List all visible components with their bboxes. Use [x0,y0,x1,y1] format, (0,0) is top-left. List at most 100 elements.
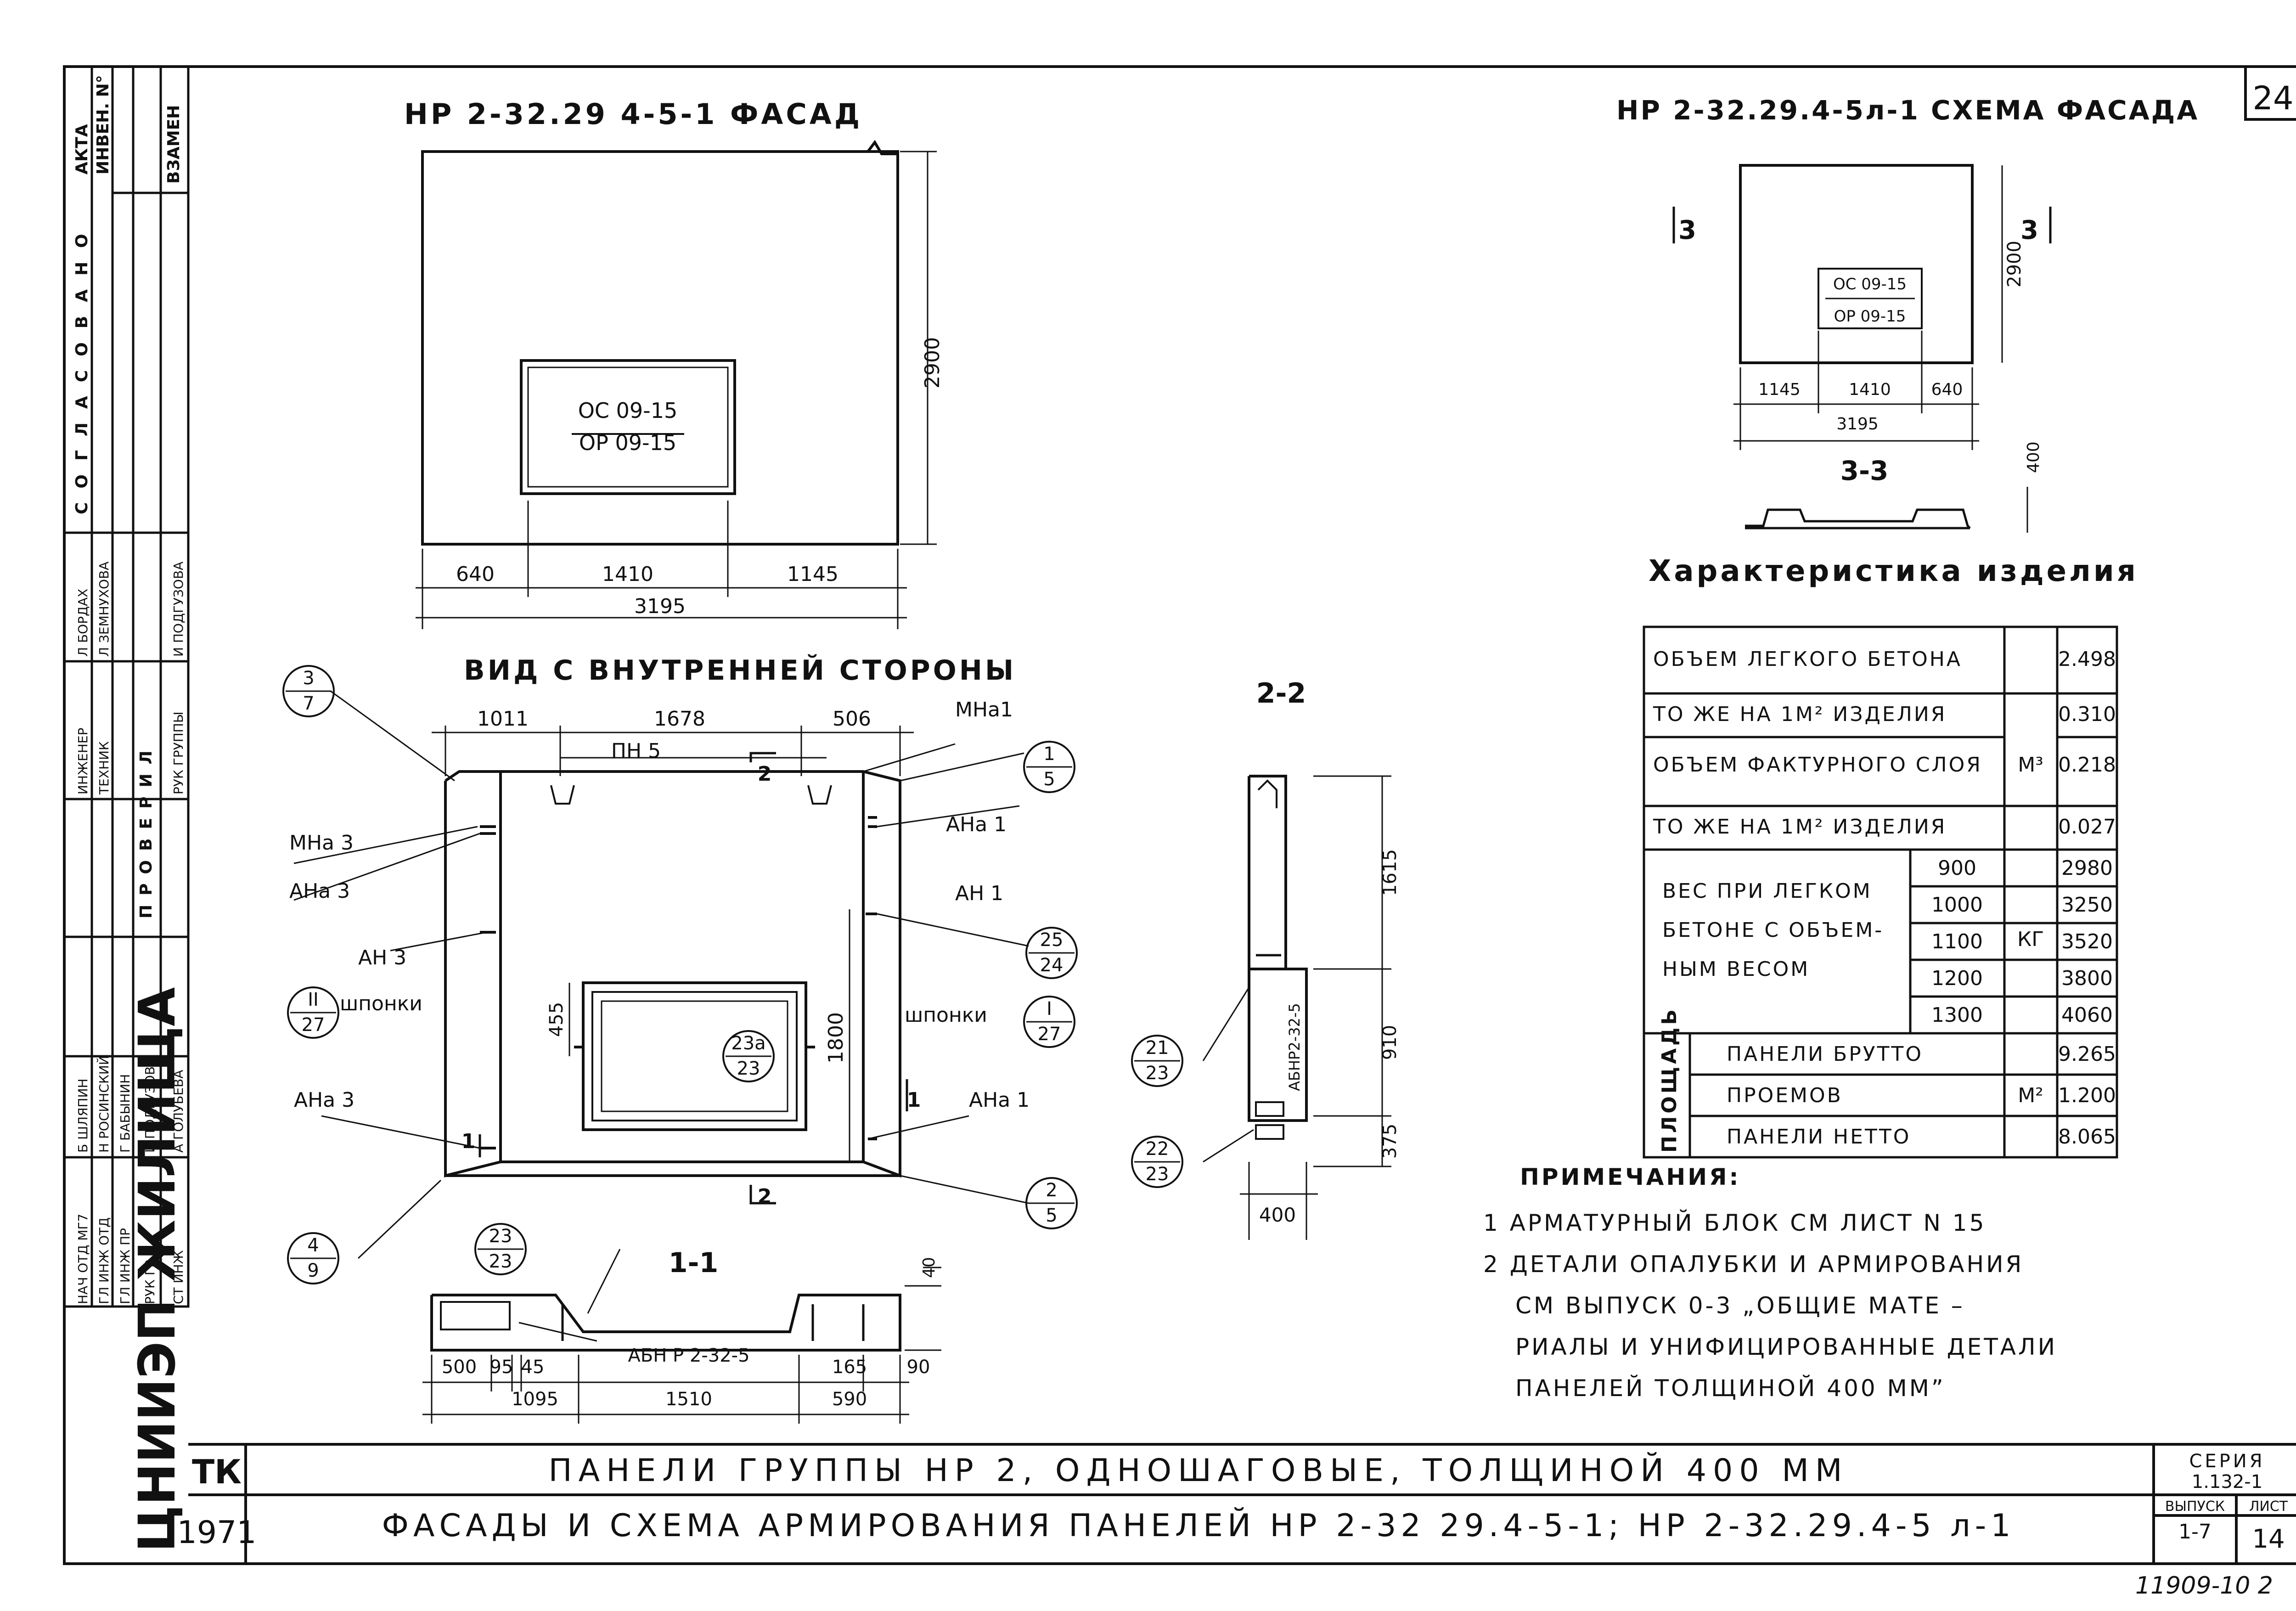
svg-text:2: 2 [1046,1180,1057,1201]
char-value-4: 0.027 [2058,815,2116,839]
tk-label: ТК [192,1453,242,1491]
svg-text:24: 24 [1040,955,1064,976]
dim-1410: 1410 [602,563,653,586]
sidebar-name-5: А ГОЛУБЕВА [171,1070,186,1153]
sidebar-role-4: РУК ГР [142,1260,158,1304]
svg-text:23: 23 [489,1251,512,1272]
issue-value: 1-7 [2178,1520,2212,1543]
unit-weight: КГ [2017,928,2044,951]
bubble-2-5: 25 [1025,1177,1078,1229]
cut-2-top: 2 [758,762,772,786]
weight-5: 4060 [2061,1003,2113,1027]
bubble-3-7: 37 [282,665,335,717]
sheet-label: ЛИСТ [2249,1498,2288,1515]
dim-90: 90 [907,1357,930,1378]
section-22: 2-2 АБНР2-32-5 1615 910 375 400 [1202,677,1401,1240]
inv-label: ИНВЕН. N° [94,75,113,175]
dim-590: 590 [832,1389,867,1410]
label-ana1-bottom: АНа 1 [969,1088,1030,1112]
section-11: 1-1 500 95 45 1095 [422,1247,941,1424]
svg-text:II: II [308,989,319,1010]
weight-label-2: БЕТОНЕ С ОБЪЕМ- [1662,918,1884,942]
facade-left-title: НР 2-32.29 4-5-1 ФАСАД [404,97,862,131]
svg-text:5: 5 [1046,1205,1057,1226]
agreed-label: СОГЛАСОВАНО [73,220,91,514]
inner-view-title: ВИД С ВНУТРЕННЕЙ СТОРОНЫ [464,653,1016,687]
facade-right-title: НР 2-32.29.4-5л-1 СХЕМА ФАСАДА [1616,95,2199,126]
label-mna1: МНа1 [955,698,1013,721]
dim-500: 500 [442,1357,477,1378]
note-line-3: СМ ВЫПУСК 0-3 „ОБЩИЕ МАТЕ – [1515,1292,1965,1319]
char-value-3: 0.218 [2058,753,2116,777]
footer-number: 11909-10 2 [2135,1572,2273,1600]
weight-3: 3520 [2061,930,2113,953]
unit-volume: М³ [2018,753,2043,777]
cut-1-right: 1 [907,1088,921,1112]
right-facade: НР 2-32.29.4-5л-1 СХЕМА ФАСАДА 3 3 ОС 09… [1616,95,2199,533]
org-logo: ЦНИИЭП ЖИЛИЩА [128,987,186,1552]
sheet-value: 14 [2252,1524,2285,1554]
notes: ПРИМЕЧАНИЯ: 1 АРМАТУРНЫЙ БЛОК СМ ЛИСТ N … [1483,1164,2055,1402]
svg-text:7: 7 [303,693,314,714]
area-row-1: ПАНЕЛИ БРУТТО [1727,1042,1923,1066]
density-2: 1000 [1931,893,1983,917]
weight-1: 2980 [2061,856,2113,880]
title-line-2: ФАСАДЫ И СХЕМА АРМИРОВАНИЯ ПАНЕЛЕЙ НР 2-… [382,1507,2015,1544]
dim-1095: 1095 [512,1389,558,1410]
sidebar-role-8: РУК ГРУППЫ [171,711,186,794]
window-label-bottom: ОР 09-15 [579,430,676,455]
svg-text:4: 4 [307,1235,319,1256]
dim-375: 375 [1379,1124,1401,1159]
svg-text:I: I [1047,998,1052,1020]
sidebar-name-8: И ПОДГУЗОВА [171,562,186,657]
sidebar-role-6: ИНЖЕНЕР [75,728,90,794]
characteristics-title: Характеристика изделия [1649,554,2138,588]
char-value-2: 0.310 [2058,703,2116,726]
dim-455: 455 [546,1002,567,1037]
scheme-dim-1410: 1410 [1849,380,1891,399]
sidebar-name-3: Г БАБЫНИН [118,1074,133,1153]
svg-text:23: 23 [489,1226,512,1247]
dim-910: 910 [1379,1025,1401,1060]
svg-text:27: 27 [302,1014,325,1036]
act-label: АКТА [73,124,91,175]
label-mna3: МНа 3 [289,831,354,855]
scheme-window-bottom: ОР 09-15 [1834,307,1906,326]
weight-label-1: ВЕС ПРИ ЛЕГКОМ [1662,879,1872,903]
cut-3-left: 3 [1678,215,1696,245]
dim-165: 165 [832,1357,867,1378]
page-number: 24 [2252,79,2293,117]
page-number-box [2244,65,2296,121]
unit-area: М² [2018,1084,2043,1107]
cut-1-left: 1 [461,1130,476,1153]
dim-400-section33: 400 [2024,441,2043,473]
note-line-1: 1 АРМАТУРНЫЙ БЛОК СМ ЛИСТ N 15 [1483,1209,1986,1236]
dim-1678: 1678 [654,707,705,731]
note-line-2: 2 ДЕТАЛИ ОПАЛУБКИ И АРМИРОВАНИЯ [1483,1251,2024,1278]
density-5: 1300 [1931,1003,1983,1027]
svg-text:1: 1 [1043,744,1055,765]
sidebar-name-6: Л БОРДАХ [75,589,90,657]
series-label: СЕРИЯ [2189,1451,2265,1472]
scheme-dim-2900: 2900 [2004,241,2025,287]
dim-1011: 1011 [477,707,529,731]
svg-text:5: 5 [1043,769,1055,790]
dim-400-section22: 400 [1259,1204,1296,1226]
svg-text:21: 21 [1146,1037,1169,1059]
dim-40: 40 [920,1257,939,1278]
label-shponki-right: шпонки [905,1003,987,1027]
scheme-window-top: ОС 09-15 [1833,275,1907,293]
area-value-1: 9.265 [2058,1042,2116,1066]
char-row-2: ТО ЖЕ НА 1М² ИЗДЕЛИЯ [1653,703,1947,726]
bubble-II-27: II 27 [287,986,339,1039]
density-1: 900 [1938,856,1976,880]
area-row-2: ПРОЕМОВ [1727,1084,1843,1107]
dim-1145: 1145 [787,563,838,586]
area-row-3: ПАНЕЛИ НЕТТО [1727,1125,1911,1149]
density-4: 1200 [1931,967,1983,990]
